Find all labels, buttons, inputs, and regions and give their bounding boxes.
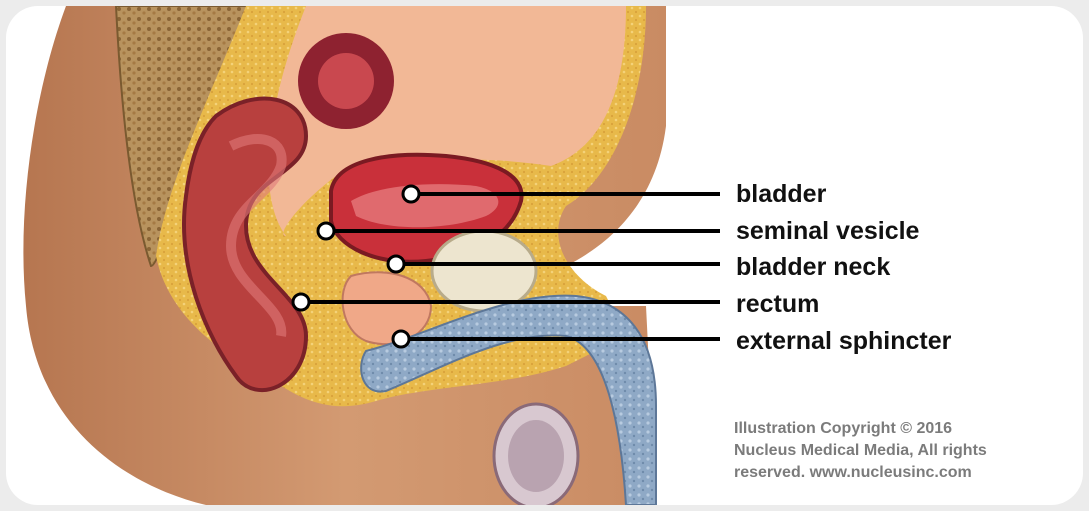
- copyright-notice: Illustration Copyright © 2016 Nucleus Me…: [734, 418, 1064, 484]
- label-external-sphincter: external sphincter: [736, 329, 951, 354]
- figure-card: bladder seminal vesicle bladder neck rec…: [6, 6, 1083, 505]
- copyright-line-1: Illustration Copyright © 2016: [734, 418, 1064, 440]
- copyright-line-3: reserved. www.nucleusinc.com: [734, 462, 1064, 484]
- copyright-line-2: Nucleus Medical Media, All rights: [734, 440, 1064, 462]
- label-bladder-neck: bladder neck: [736, 255, 890, 280]
- seminal-vesicle: [432, 231, 536, 311]
- label-seminal-vesicle: seminal vesicle: [736, 219, 919, 244]
- label-bladder: bladder: [736, 182, 826, 207]
- label-rectum: rectum: [736, 292, 819, 317]
